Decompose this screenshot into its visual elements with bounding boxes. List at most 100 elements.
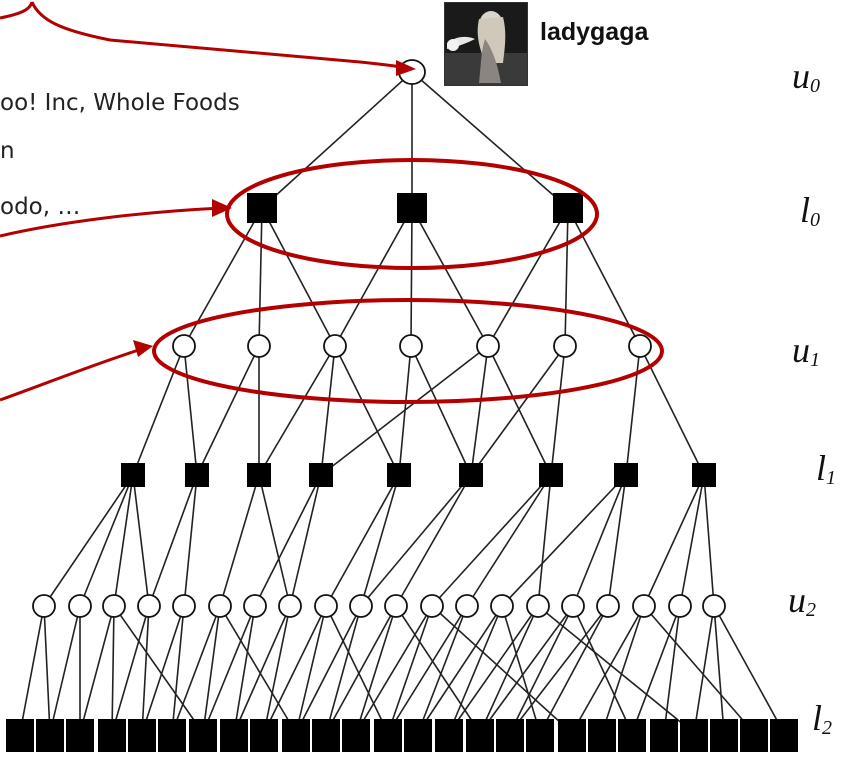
graph-edge	[479, 605, 539, 734]
annotations	[0, 1, 664, 404]
graph-edge	[355, 605, 433, 734]
graph-edge	[395, 474, 472, 607]
graph-edge	[43, 474, 134, 607]
graph-edge	[43, 605, 51, 734]
list-node	[282, 719, 310, 755]
user-avatar	[444, 2, 528, 86]
graph-edge	[171, 605, 185, 734]
list-node	[247, 193, 277, 223]
graph-edge	[141, 605, 185, 734]
list-node	[650, 719, 678, 755]
level-letter: u	[792, 330, 810, 370]
list-node	[121, 463, 145, 487]
level-letter: u	[788, 580, 806, 620]
arrow-to-u1	[0, 346, 146, 402]
list-node	[312, 719, 340, 755]
user-node	[632, 594, 656, 618]
user-node	[102, 594, 126, 618]
graph-edge	[572, 474, 627, 607]
list-node	[6, 719, 34, 755]
list-node	[387, 463, 411, 487]
list-node	[36, 719, 64, 755]
level-index: 1	[826, 467, 837, 489]
graph-edge	[411, 71, 569, 209]
graph-edge	[219, 605, 297, 734]
graph-edge	[537, 605, 695, 734]
graph-edge	[233, 605, 291, 734]
list-node	[250, 719, 278, 755]
list-node	[404, 719, 432, 755]
graph-edge	[643, 605, 755, 734]
graph-edge	[320, 345, 489, 476]
user-node	[323, 334, 347, 358]
graph-edge	[417, 605, 468, 734]
graph-edge	[631, 605, 681, 734]
list-node	[770, 719, 798, 755]
graph-edge	[196, 345, 260, 476]
list-node	[618, 719, 646, 755]
graph-edge	[479, 605, 574, 734]
graph-edge	[325, 605, 389, 734]
callout-text-line-2: n	[0, 138, 15, 164]
graph-edge	[295, 605, 327, 734]
list-node	[66, 719, 94, 755]
level-index: 2	[806, 599, 816, 621]
level-label-u1: u1	[792, 332, 820, 370]
graph-edge	[79, 474, 134, 607]
graph-edge	[183, 207, 263, 347]
highlight-ellipse-u1	[152, 298, 664, 404]
graph-edge	[501, 605, 541, 734]
list-node	[98, 719, 126, 755]
user-node	[668, 594, 692, 618]
list-node	[614, 463, 638, 487]
graph-edge	[202, 605, 221, 734]
nodes	[6, 59, 798, 755]
graph-edge	[111, 605, 115, 734]
list-node	[680, 719, 708, 755]
graph-edge	[572, 605, 633, 734]
level-index: 0	[810, 75, 820, 97]
graph-edge	[703, 474, 715, 607]
graph-edge	[49, 605, 81, 734]
callout-text-line-1: oo! Inc, Whole Foods	[0, 90, 240, 116]
user-node	[526, 594, 550, 618]
list-node	[553, 193, 583, 223]
list-node	[374, 719, 402, 755]
graph-edge	[355, 605, 397, 734]
graph-edge	[487, 345, 552, 476]
graph-edge	[360, 474, 472, 607]
graph-edge	[713, 605, 785, 734]
graph-edge	[325, 605, 362, 734]
graph-edge	[261, 71, 413, 209]
graph-edge	[410, 345, 472, 476]
graph-edge	[487, 207, 569, 347]
graph-edge	[334, 207, 413, 347]
graph-edge	[219, 474, 260, 607]
graph-edge	[501, 474, 627, 607]
level-letter: l	[800, 190, 811, 230]
user-node	[420, 594, 444, 618]
user-node	[247, 334, 271, 358]
list-node	[459, 463, 483, 487]
graph-edge	[132, 474, 150, 607]
graph-edge	[141, 605, 150, 734]
user-node	[628, 334, 652, 358]
graph-edge	[625, 345, 641, 476]
level-letter: l	[812, 698, 823, 738]
graph-edge	[679, 474, 705, 607]
graph-edge	[183, 345, 198, 476]
arrow-to-root	[30, 1, 411, 70]
user-name-label: ladygaga	[540, 18, 649, 46]
list-node	[496, 719, 524, 755]
graph-edge	[261, 207, 336, 347]
graph-edge	[325, 605, 397, 734]
arrow-to-l0	[0, 206, 223, 238]
list-node	[740, 719, 768, 755]
list-node	[247, 463, 271, 487]
user-photo-icon	[445, 3, 527, 85]
user-node	[476, 334, 500, 358]
graph-edge	[113, 605, 204, 734]
list-node	[526, 719, 554, 755]
